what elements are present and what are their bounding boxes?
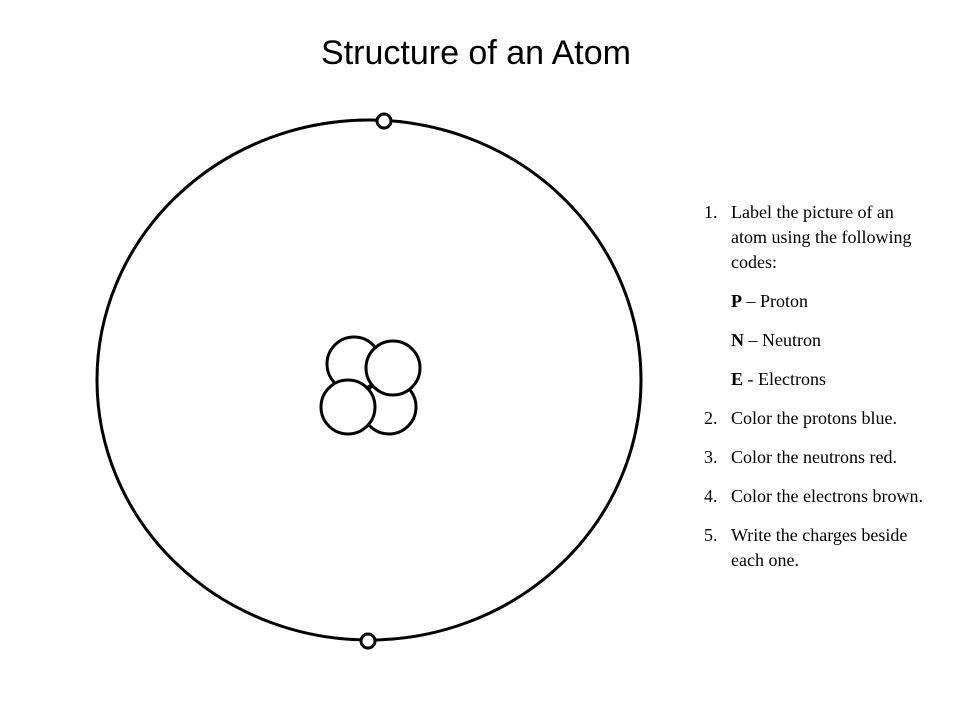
step-text: Label the picture of an atom using the f… bbox=[731, 202, 912, 272]
nucleus-particle-bottom-left bbox=[319, 378, 377, 436]
code-separator: – bbox=[744, 330, 762, 350]
instructions-list: 1. Label the picture of an atom using th… bbox=[704, 200, 924, 587]
nucleus-particle-top-right bbox=[364, 339, 422, 397]
instruction-step-3: 3. Color the neutrons red. bbox=[704, 445, 924, 470]
step-text: Write the charges beside each one. bbox=[731, 525, 908, 570]
code-letter: N bbox=[731, 330, 744, 350]
code-separator: – bbox=[742, 291, 760, 311]
step-text: Color the protons blue. bbox=[731, 408, 897, 428]
step-body: Label the picture of an atom using the f… bbox=[731, 200, 924, 392]
code-neutron: N – Neutron bbox=[731, 328, 924, 353]
code-meaning: Electrons bbox=[758, 369, 826, 389]
nucleus bbox=[319, 335, 422, 436]
electron-top bbox=[375, 112, 393, 130]
instruction-step-4: 4. Color the electrons brown. bbox=[704, 484, 924, 509]
instruction-step-5: 5. Write the charges beside each one. bbox=[704, 523, 924, 573]
step-number: 5. bbox=[704, 525, 718, 545]
instruction-step-2: 2. Color the protons blue. bbox=[704, 406, 924, 431]
step-text: Color the neutrons red. bbox=[731, 447, 897, 467]
step-text: Color the electrons brown. bbox=[731, 486, 923, 506]
step-number: 2. bbox=[704, 408, 718, 428]
code-meaning: Neutron bbox=[762, 330, 821, 350]
code-proton: P – Proton bbox=[731, 289, 924, 314]
code-list: P – Proton N – Neutron E - Electrons bbox=[731, 289, 924, 392]
code-separator: - bbox=[743, 369, 759, 389]
step-number: 3. bbox=[704, 447, 718, 467]
step-number: 4. bbox=[704, 486, 718, 506]
code-electron: E - Electrons bbox=[731, 367, 924, 392]
step-number: 1. bbox=[704, 202, 718, 222]
page-title: Structure of an Atom bbox=[321, 34, 631, 72]
code-letter: P bbox=[731, 291, 742, 311]
electron-bottom bbox=[359, 632, 377, 650]
code-meaning: Proton bbox=[760, 291, 809, 311]
code-letter: E bbox=[731, 369, 744, 389]
instruction-step-1: 1. Label the picture of an atom using th… bbox=[704, 200, 924, 392]
